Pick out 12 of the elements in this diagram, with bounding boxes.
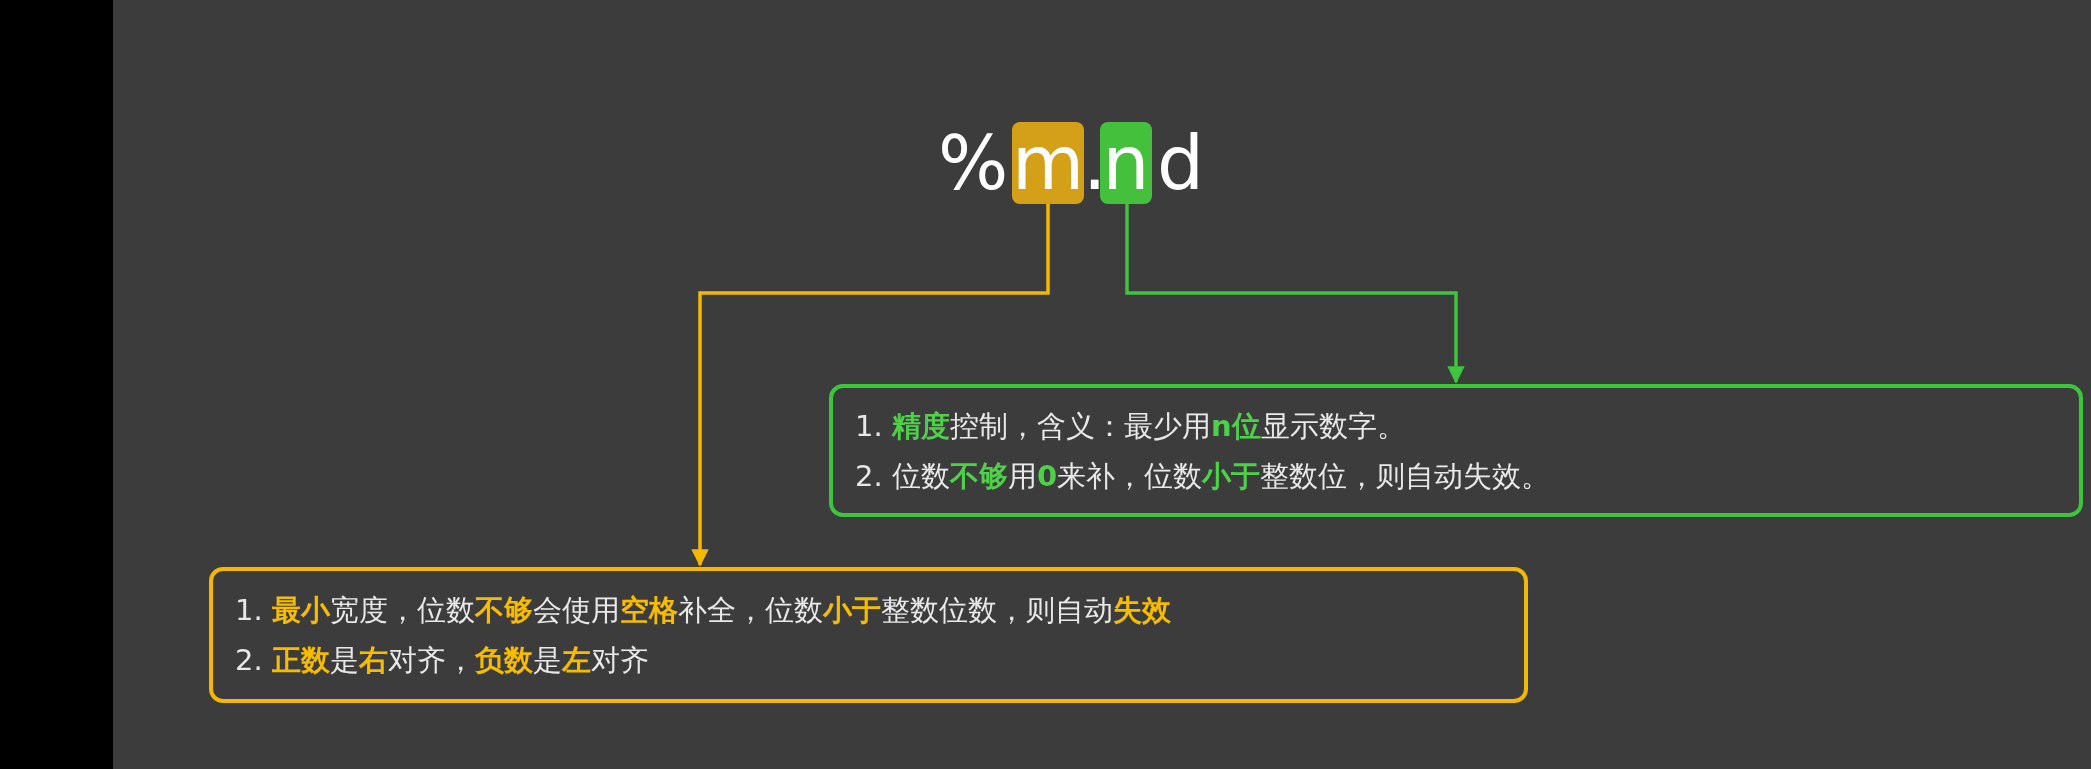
format-letter: n [1102, 123, 1150, 203]
note-text: 2. 位数不够用0来补，位数小于整数位，则自动失效。 [855, 457, 1552, 495]
connector-arrow [691, 204, 1050, 567]
note-text: 2. 正数是右对齐，负数是左对齐 [235, 642, 650, 679]
note-text: 1. 精度控制，含义：最少用n位显示数字。 [855, 407, 1407, 445]
note-box [209, 567, 1528, 703]
note-box [829, 384, 2083, 517]
format-symbol: % [938, 123, 1009, 203]
format-letter: m [1011, 123, 1085, 203]
format-symbol: d [1157, 123, 1204, 203]
connector-arrow [1125, 204, 1465, 384]
note-text: 1. 最小宽度，位数不够会使用空格补全，位数小于整数位数，则自动失效 [235, 592, 1172, 629]
